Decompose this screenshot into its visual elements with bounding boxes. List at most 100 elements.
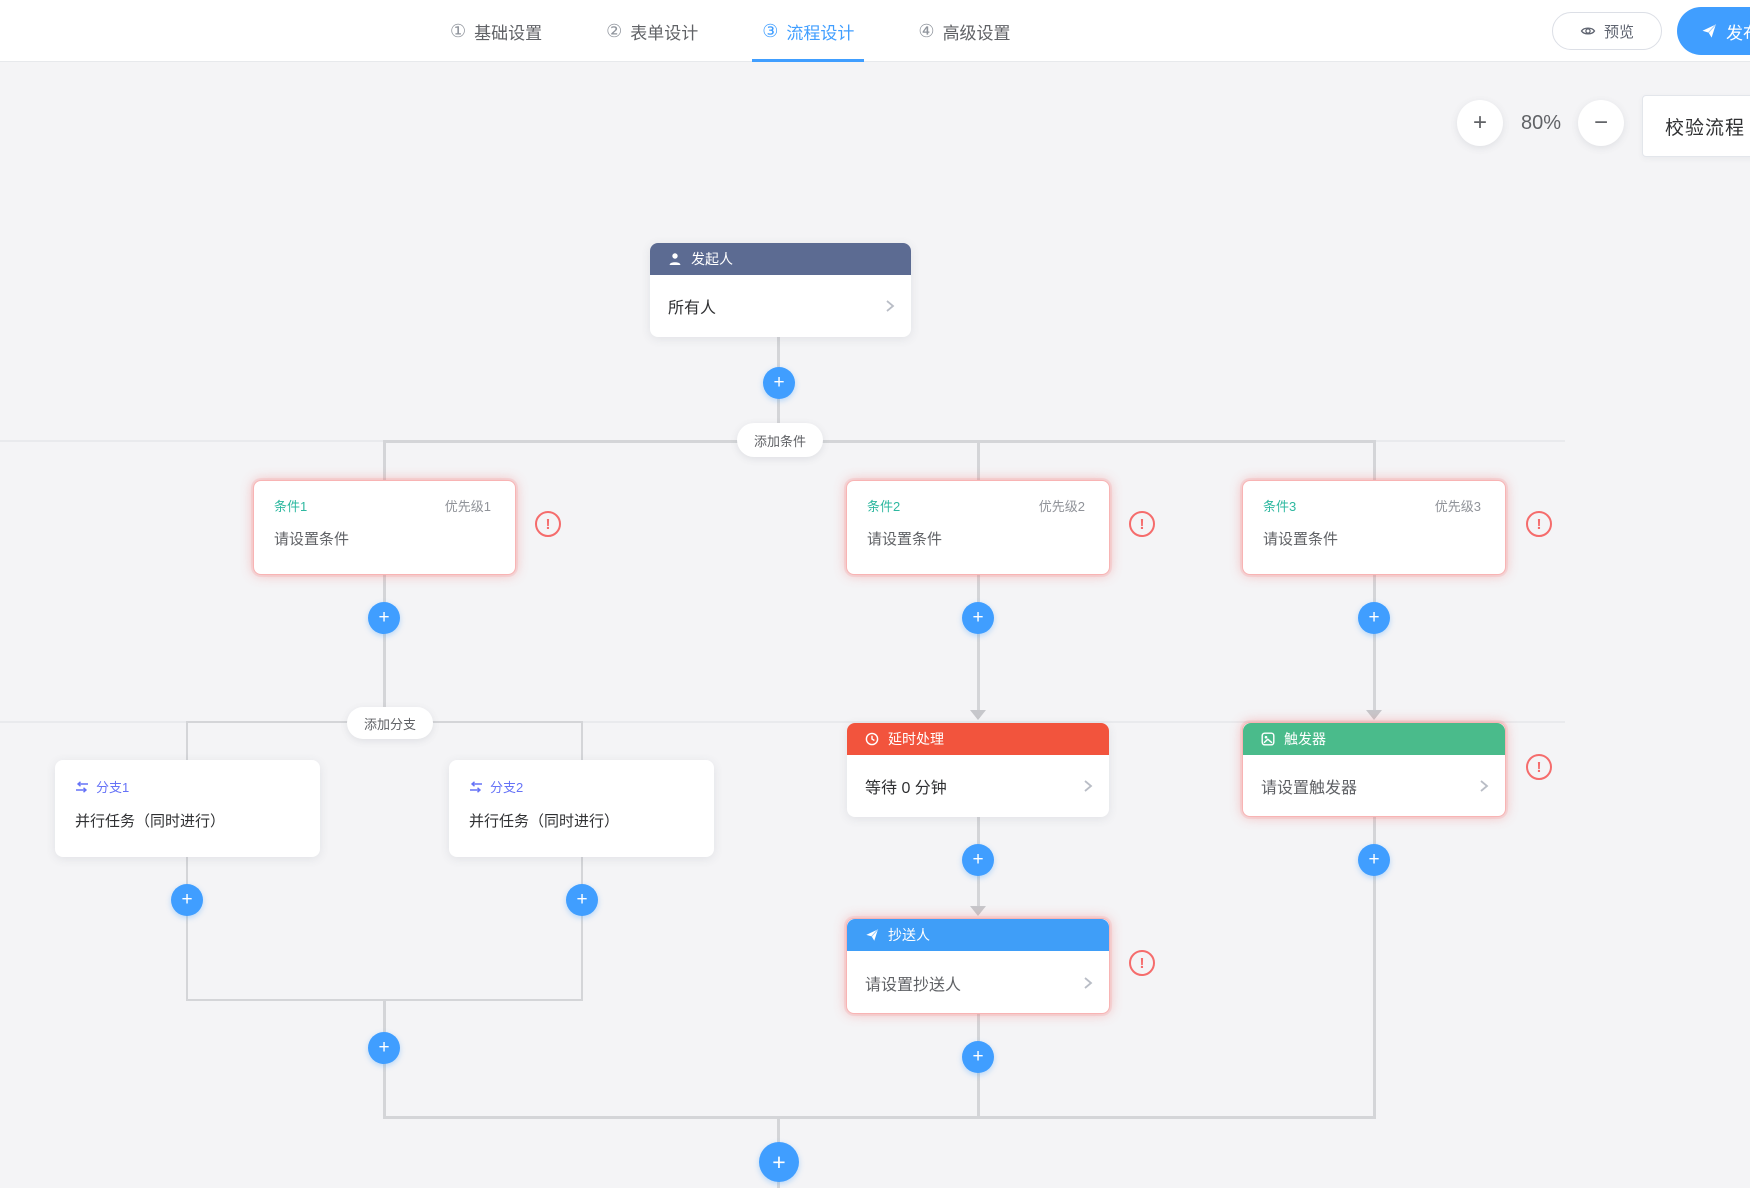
connector-line [383, 575, 386, 722]
add-node-button[interactable]: + [1358, 602, 1390, 634]
add-condition-label: 添加条件 [753, 433, 806, 449]
plus-icon: + [378, 1037, 390, 1058]
exclaim-glyph: ! [1536, 758, 1542, 776]
clock-icon [865, 732, 879, 746]
connector-line [977, 574, 980, 718]
node-initiator[interactable]: 发起人 所有人 [650, 243, 911, 337]
top-navbar: ① 基础设置 ② 表单设计 ③ 流程设计 ④ 高级设置 预览 发布 [0, 0, 1750, 62]
zoom-in-button[interactable]: + [1457, 100, 1503, 146]
zoom-out-button[interactable]: − [1578, 100, 1624, 146]
tab-label: 表单设计 [630, 23, 699, 43]
add-node-button[interactable]: + [368, 1032, 400, 1064]
step-number: ④ [918, 20, 935, 41]
node-title: 触发器 [1284, 731, 1326, 747]
error-icon: ! [1526, 511, 1552, 537]
chevron-right-icon [1479, 778, 1489, 794]
plus-icon: + [1368, 849, 1380, 870]
plus-icon: + [972, 1046, 984, 1067]
delay-value: 等待 0 分钟 [865, 780, 947, 797]
node-delay-header: 延时处理 [847, 723, 1109, 755]
condition-title: 条件1 [274, 499, 308, 514]
plus-icon: + [972, 849, 984, 870]
preview-button[interactable]: 预览 [1552, 12, 1662, 50]
tab-label: 高级设置 [942, 23, 1011, 43]
section-divider [0, 721, 1565, 723]
plus-icon: + [772, 1148, 786, 1175]
condition-title: 条件2 [867, 499, 901, 514]
add-node-button[interactable]: + [962, 844, 994, 876]
node-condition-1[interactable]: 条件1 优先级1 请设置条件 [253, 480, 516, 575]
connector-line [1373, 574, 1376, 718]
add-node-button[interactable]: + [759, 1142, 799, 1182]
tab-advanced-settings[interactable]: ④ 高级设置 [908, 0, 1020, 62]
add-node-button[interactable]: + [1358, 844, 1390, 876]
add-condition-button[interactable]: 添加条件 [737, 423, 823, 457]
arrowhead-icon [970, 906, 986, 916]
tab-basic-settings[interactable]: ① 基础设置 [440, 0, 552, 62]
plus-icon: + [576, 889, 588, 910]
paper-plane-icon [865, 928, 879, 942]
arrowhead-icon [970, 710, 986, 720]
add-node-button[interactable]: + [566, 884, 598, 916]
exclaim-glyph: ! [1139, 954, 1145, 972]
exclaim-glyph: ! [1139, 515, 1145, 533]
publish-label: 发布 [1726, 23, 1750, 43]
condition-body: 请设置条件 [1263, 531, 1339, 548]
condition-priority: 优先级3 [1434, 499, 1481, 514]
node-trigger[interactable]: 触发器 请设置触发器 [1242, 722, 1506, 817]
plus-icon: + [181, 889, 193, 910]
minus-icon: − [1593, 109, 1608, 136]
node-branch-2[interactable]: 分支2 并行任务（同时进行） [449, 760, 714, 857]
branch-title: 分支2 [490, 780, 524, 795]
node-condition-3[interactable]: 条件3 优先级3 请设置条件 [1242, 480, 1506, 575]
node-initiator-header: 发起人 [650, 243, 911, 275]
trigger-icon [1261, 732, 1275, 746]
add-node-button[interactable]: + [962, 1041, 994, 1073]
add-node-button[interactable]: + [171, 884, 203, 916]
condition-body: 请设置条件 [867, 531, 943, 548]
plus-icon: + [773, 372, 785, 393]
node-title: 发起人 [691, 251, 733, 267]
parallel-branch-icon [75, 780, 89, 793]
publish-button[interactable]: 发布 [1677, 7, 1750, 55]
add-node-button[interactable]: + [368, 602, 400, 634]
connector-line [1373, 817, 1376, 1117]
error-icon: ! [535, 511, 561, 537]
add-node-button[interactable]: + [763, 367, 795, 399]
error-icon: ! [1526, 754, 1552, 780]
tab-process-design[interactable]: ③ 流程设计 [752, 0, 864, 62]
paper-plane-icon [1701, 23, 1717, 39]
add-node-button[interactable]: + [962, 602, 994, 634]
plus-icon: + [378, 607, 390, 628]
add-branch-label: 添加分支 [363, 716, 416, 732]
step-tabs: ① 基础设置 ② 表单设计 ③ 流程设计 ④ 高级设置 [440, 0, 1021, 62]
validate-label: 校验流程 [1665, 117, 1746, 139]
parallel-branch-icon [469, 780, 483, 793]
error-icon: ! [1129, 950, 1155, 976]
chevron-right-icon [885, 298, 895, 314]
tab-label: 基础设置 [474, 23, 543, 43]
node-cc-header: 抄送人 [847, 919, 1109, 951]
plus-icon: + [1368, 607, 1380, 628]
preview-label: 预览 [1603, 23, 1634, 41]
node-branch-1[interactable]: 分支1 并行任务（同时进行） [55, 760, 320, 857]
plus-icon: + [972, 607, 984, 628]
chevron-right-icon [1083, 778, 1093, 794]
node-condition-2[interactable]: 条件2 优先级2 请设置条件 [846, 480, 1110, 575]
node-trigger-header: 触发器 [1243, 723, 1505, 755]
node-cc[interactable]: 抄送人 请设置抄送人 [846, 918, 1110, 1014]
tab-form-design[interactable]: ② 表单设计 [596, 0, 708, 62]
condition-priority: 优先级2 [1038, 499, 1085, 514]
connector-line [383, 441, 386, 480]
node-delay[interactable]: 延时处理 等待 0 分钟 [847, 723, 1109, 817]
add-branch-button[interactable]: 添加分支 [347, 707, 433, 739]
step-number: ① [450, 20, 467, 41]
branch-loop-line [581, 721, 583, 1001]
connector-line [1373, 441, 1376, 480]
condition-title: 条件3 [1263, 499, 1297, 514]
node-title: 延时处理 [888, 731, 944, 747]
validate-flow-button[interactable]: 校验流程 [1642, 95, 1750, 157]
branch-body: 并行任务（同时进行） [75, 813, 226, 830]
error-icon: ! [1129, 511, 1155, 537]
zoom-level: 80% [1520, 112, 1562, 134]
